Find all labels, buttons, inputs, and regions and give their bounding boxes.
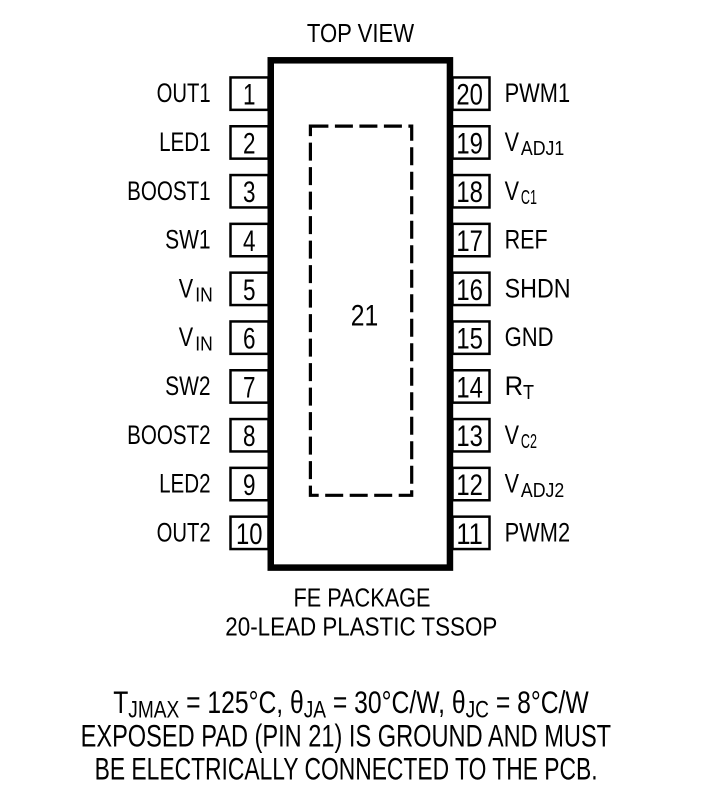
svg-text:LED1: LED1 [159,127,211,157]
svg-text:ADJ1: ADJ1 [521,138,564,160]
svg-text:17: 17 [456,225,483,258]
svg-text:15: 15 [456,323,483,356]
svg-text:EXPOSED PAD (PIN 21) IS GROUND: EXPOSED PAD (PIN 21) IS GROUND AND MUST [81,717,612,753]
svg-text:2: 2 [243,127,256,160]
svg-text:C1: C1 [521,187,537,209]
svg-text:19: 19 [456,127,483,160]
svg-text:ADJ2: ADJ2 [521,480,564,502]
svg-text:T: T [523,382,534,404]
svg-text:GND: GND [505,322,554,352]
svg-text:18: 18 [456,176,483,209]
svg-text:V: V [505,176,520,206]
svg-text:6: 6 [243,323,256,356]
svg-text:OUT1: OUT1 [157,78,211,108]
svg-text:V: V [505,469,520,499]
svg-text:BE ELECTRICALLY CONNECTED TO T: BE ELECTRICALLY CONNECTED TO THE PCB. [95,750,598,786]
svg-text:TOP VIEW: TOP VIEW [307,18,415,48]
svg-text:PWM1: PWM1 [505,78,570,108]
svg-text:V: V [505,420,520,450]
svg-text:12: 12 [456,469,483,502]
svg-text:LED2: LED2 [159,469,211,499]
svg-text:IN: IN [195,285,213,307]
svg-text:20: 20 [456,79,483,112]
svg-text:5: 5 [243,274,256,307]
svg-text:7: 7 [243,371,256,404]
svg-text:3: 3 [243,176,256,209]
svg-text:C2: C2 [521,431,537,453]
svg-text:10: 10 [236,518,263,551]
svg-text:IN: IN [195,333,213,355]
svg-text:FE PACKAGE: FE PACKAGE [294,582,431,612]
svg-text:R: R [505,371,523,401]
svg-text:V: V [179,322,194,352]
svg-text:SHDN: SHDN [505,273,571,303]
svg-text:11: 11 [456,518,483,551]
svg-text:13: 13 [456,420,483,453]
svg-text:4: 4 [243,225,256,258]
svg-text:SW1: SW1 [165,225,211,255]
svg-text:V: V [179,273,194,303]
svg-text:BOOST1: BOOST1 [127,176,211,206]
svg-text:1: 1 [243,79,256,112]
svg-text:16: 16 [456,274,483,307]
svg-text:9: 9 [243,469,256,502]
svg-text:REF: REF [505,225,548,255]
svg-text:OUT2: OUT2 [157,517,211,547]
svg-text:14: 14 [456,371,483,404]
svg-text:TJMAX = 125°C, θJA = 30°C/W, θ: TJMAX = 125°C, θJA = 30°C/W, θJC = 8°C/W [113,684,589,724]
svg-text:8: 8 [243,420,256,453]
svg-text:V: V [505,127,520,157]
svg-text:BOOST2: BOOST2 [127,420,211,450]
svg-text:20-LEAD PLASTIC TSSOP: 20-LEAD PLASTIC TSSOP [225,611,497,641]
svg-text:SW2: SW2 [165,371,211,401]
svg-text:21: 21 [351,299,379,332]
svg-text:PWM2: PWM2 [505,517,570,547]
